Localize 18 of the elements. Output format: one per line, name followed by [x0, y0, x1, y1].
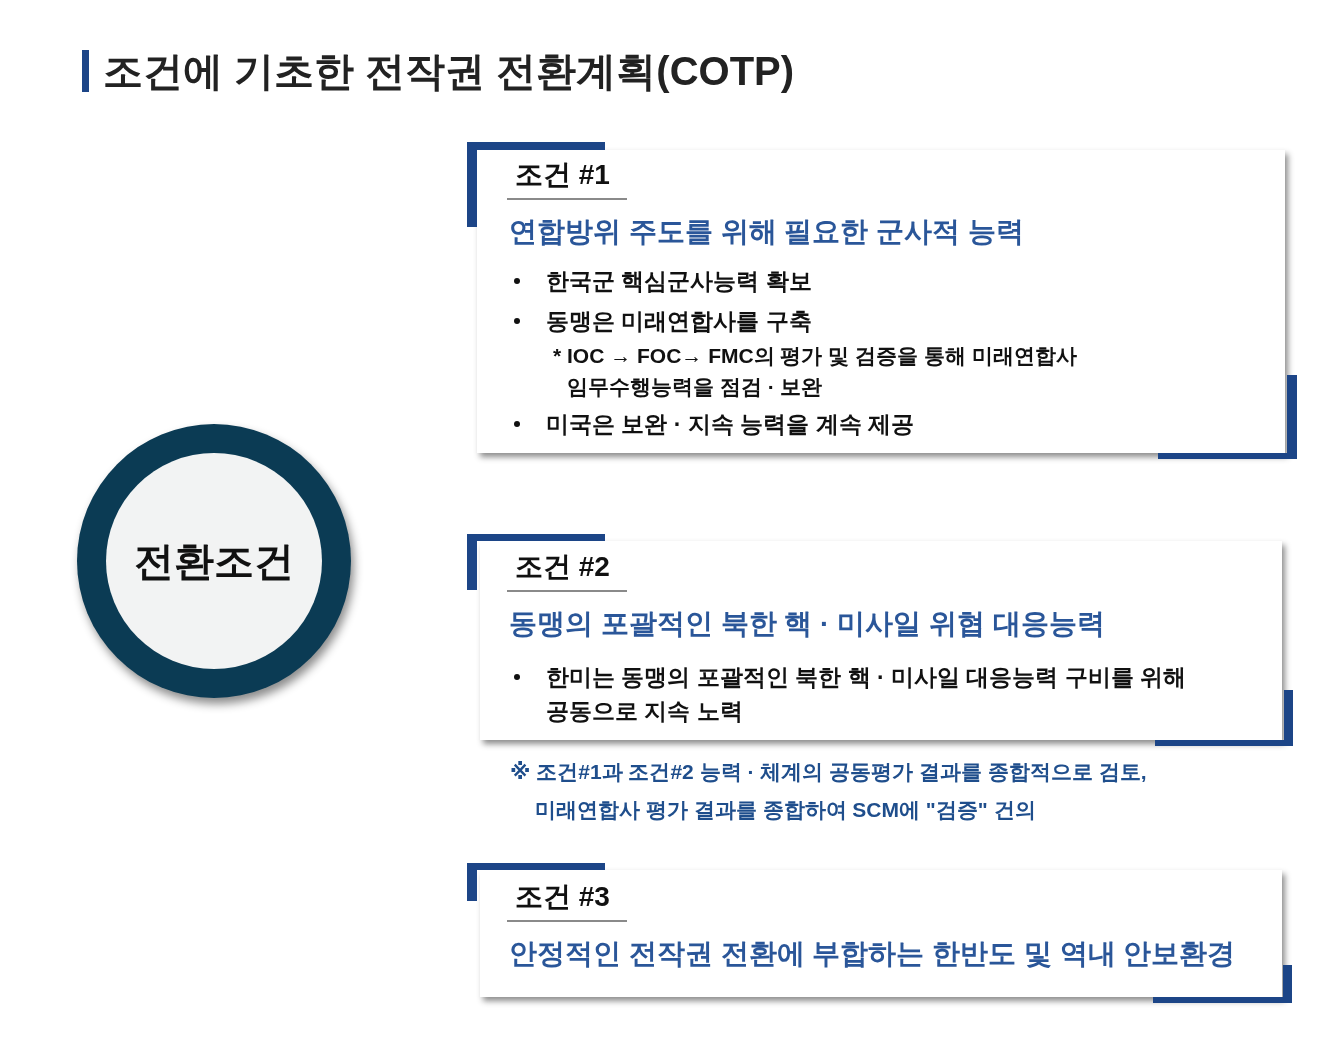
- page-title: 조건에 기초한 전작권 전환계획(COTP): [103, 48, 795, 95]
- bullet-text: 동맹은 미래연합사를 구축: [546, 307, 813, 336]
- bullet-text: 한미는 동맹의 포괄적인 북한 핵 · 미사일 대응능력 구비를 위해 공동으로 지속 노력: [546, 663, 1188, 726]
- note-text: * IOC → FOC→ FMC의 평가 및 검증을 통해 미래연합사 임무수행능력을 점검 · 보완: [553, 343, 1078, 400]
- bullet-text: 미국은 보완 · 지속 능력을 계속 제공: [546, 410, 915, 439]
- condition-card: [477, 150, 1285, 453]
- circle-label: 전환조건: [133, 538, 295, 585]
- card-subtitle: 연합방위 주도를 위해 필요한 군사적 능력: [509, 215, 1024, 249]
- card-subtitle: 안정적인 전작권 전환에 부합하는 한반도 및 역내 안보환경: [509, 937, 1236, 971]
- condition-card: [480, 541, 1282, 740]
- circle-node: [76, 422, 352, 700]
- card-heading: 조건 #1: [515, 158, 610, 192]
- card-subtitle: 동맹의 포괄적인 북한 핵 · 미사일 위협 대응능력: [509, 607, 1105, 641]
- footnote-text: ※ 조건#1과 조건#2 능력 · 체계의 공동평가 결과를 종합적으로 검토, 미래연합사 평가 결과를 종합하여 SCM에 "검증" 건의: [510, 759, 1148, 823]
- bullet-text: 한국군 핵심군사능력 확보: [546, 267, 813, 296]
- card-heading: 조건 #2: [515, 550, 610, 584]
- card-heading: 조건 #3: [515, 880, 610, 914]
- condition-card: [480, 870, 1282, 997]
